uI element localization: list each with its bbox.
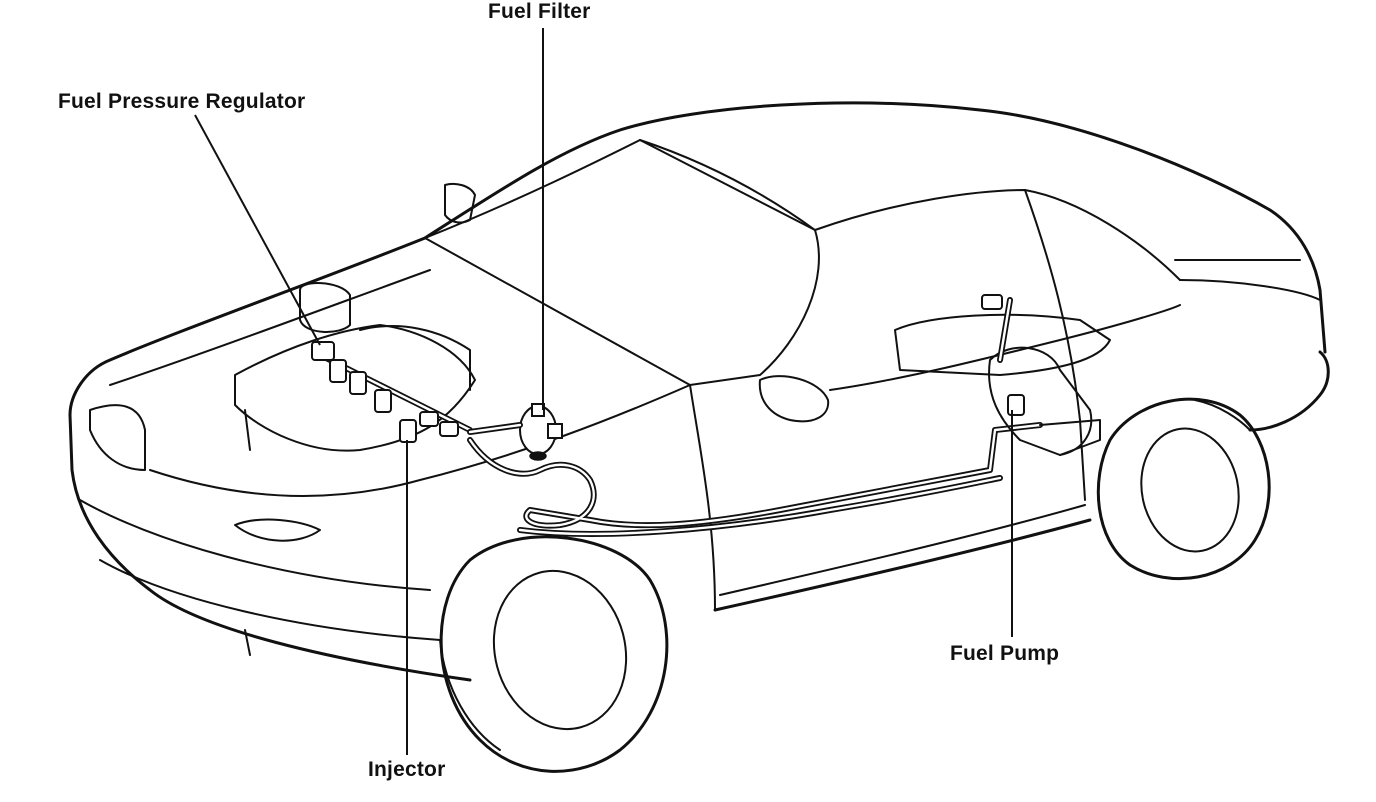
rear-wheel [1096,397,1271,581]
fuel-rail [311,341,473,443]
label-fuel-pressure-regulator: Fuel Pressure Regulator [58,90,306,113]
car-body [68,101,1330,682]
leader-lines [194,28,1013,755]
label-fuel-pump: Fuel Pump [950,642,1060,665]
label-fuel-filter: Fuel Filter [488,0,591,23]
label-injector: Injector [368,758,446,781]
fuel-lines [467,422,1043,537]
fuel-tank-pump [981,294,1101,456]
front-wheel [439,535,669,773]
fuel-filter [519,403,563,461]
leader-fuel-pressure-regulator [194,114,321,346]
